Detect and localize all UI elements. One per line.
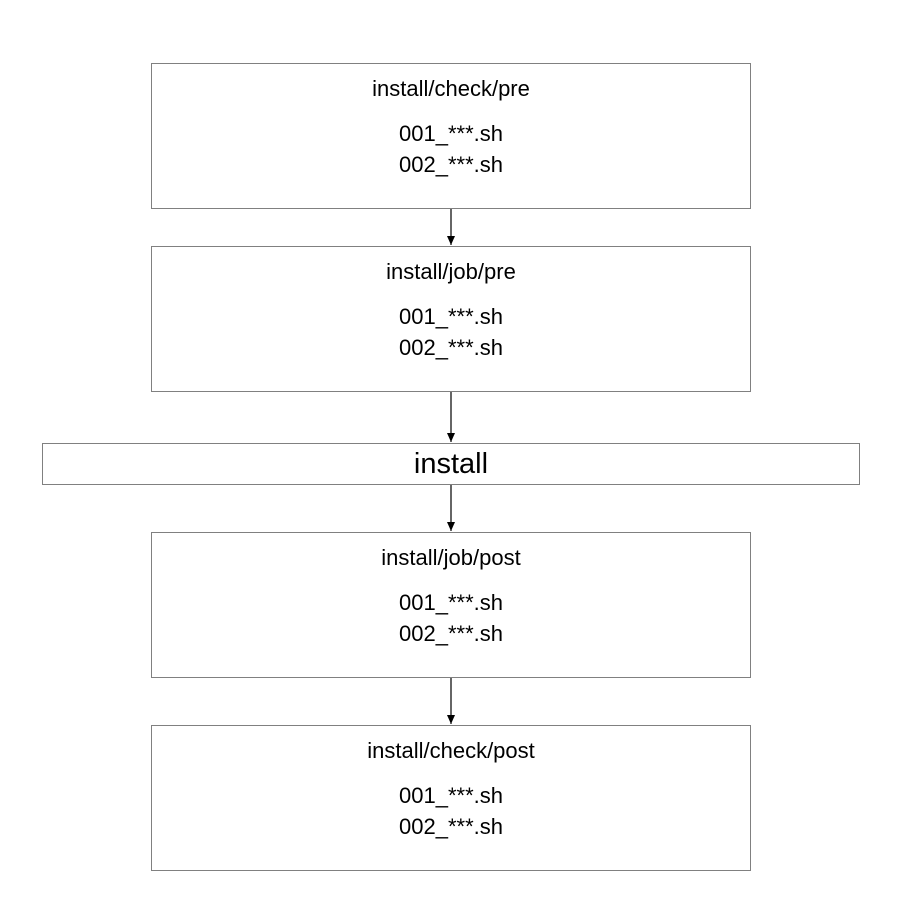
stage-file: 002_***.sh: [399, 814, 503, 839]
install-step-label: install: [413, 448, 489, 480]
stage-file-list: 001_***.sh 002_***.sh: [152, 118, 750, 180]
stage-title: install/check/post: [367, 738, 535, 763]
stage-box-install-check-pre: install/check/pre 001_***.sh 002_***.sh: [151, 63, 751, 209]
stage-file: 002_***.sh: [399, 152, 503, 177]
stage-file: 002_***.sh: [399, 335, 503, 360]
stage-title: install/check/pre: [372, 76, 530, 101]
stage-box-install-check-post: install/check/post 001_***.sh 002_***.sh: [151, 725, 751, 871]
stage-title: install/job/pre: [386, 259, 516, 284]
stage-file-list: 001_***.sh 002_***.sh: [152, 587, 750, 649]
stage-file-list: 001_***.sh 002_***.sh: [152, 301, 750, 363]
stage-file: 001_***.sh: [399, 783, 503, 808]
stage-file: 001_***.sh: [399, 590, 503, 615]
stage-box-install-job-pre: install/job/pre 001_***.sh 002_***.sh: [151, 246, 751, 392]
stage-file: 002_***.sh: [399, 621, 503, 646]
stage-file: 001_***.sh: [399, 121, 503, 146]
stage-box-install-job-post: install/job/post 001_***.sh 002_***.sh: [151, 532, 751, 678]
stage-title: install/job/post: [381, 545, 521, 570]
stage-file: 001_***.sh: [399, 304, 503, 329]
stage-file-list: 001_***.sh 002_***.sh: [152, 780, 750, 842]
install-step-box: install: [42, 443, 860, 485]
